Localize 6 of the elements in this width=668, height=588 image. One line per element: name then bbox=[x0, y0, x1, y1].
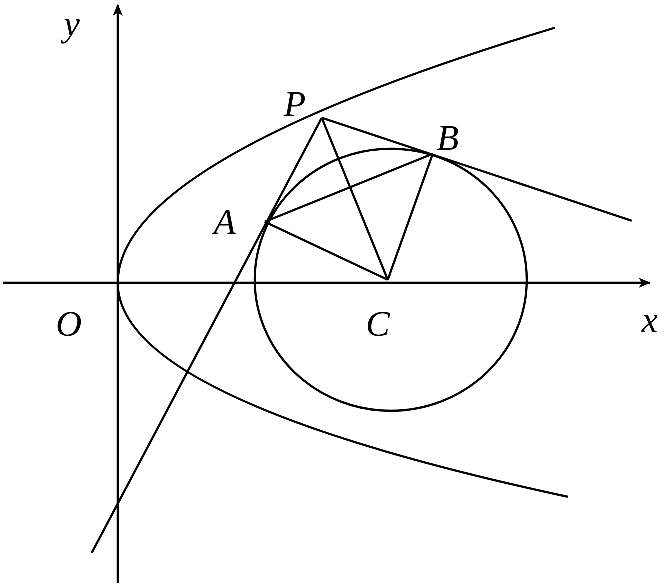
point-label: C bbox=[366, 306, 390, 342]
point-label: B bbox=[437, 120, 459, 156]
point-label: A bbox=[214, 204, 236, 240]
point-label: P bbox=[284, 86, 306, 122]
point-label: O bbox=[56, 306, 82, 342]
axis-label: x bbox=[642, 302, 658, 338]
